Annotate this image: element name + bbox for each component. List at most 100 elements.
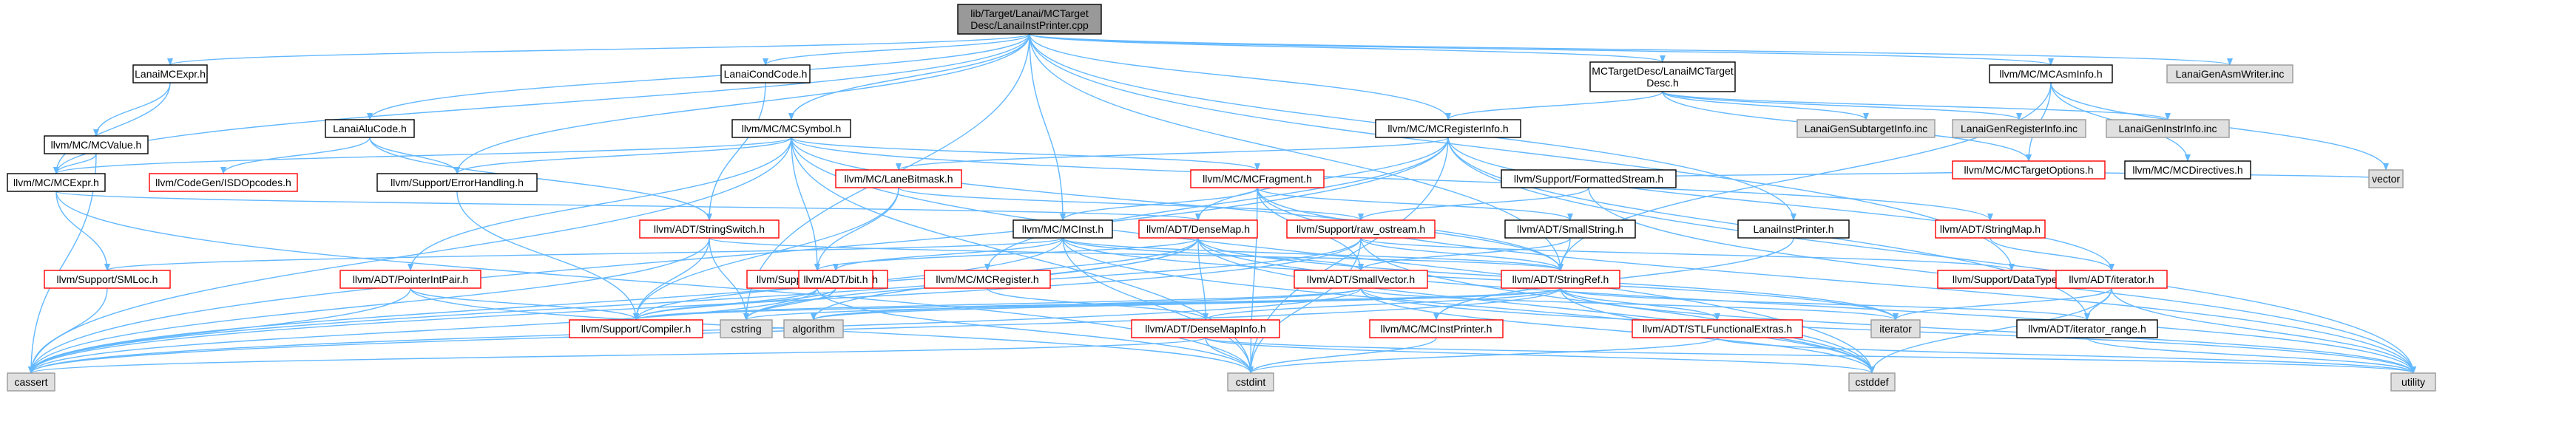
edge-densemap-to-utility	[1197, 237, 2416, 374]
edge-stringmap-to-iteratorh	[1990, 237, 2114, 271]
edge-stringref-to-utility	[1560, 287, 2416, 374]
node-densemap[interactable]: llvm/ADT/DenseMap.h	[1138, 219, 1258, 239]
node-box	[1848, 372, 1896, 392]
node-box	[569, 319, 703, 338]
edge-mctargetdesc-to-gensubtarget	[1662, 91, 1869, 120]
node-algorithm: algorithm	[783, 319, 844, 338]
edge-mcsymbol-to-errorhandling	[454, 137, 792, 174]
node-mcregisterinfo[interactable]: llvm/MC/MCRegisterInfo.h	[1375, 119, 1521, 138]
node-pointerintpair[interactable]: llvm/ADT/PointerIntPair.h	[339, 270, 481, 289]
edge-mctargetdesc-to-mcregisterinfo	[1445, 91, 1663, 120]
node-root[interactable]: lib/Target/Lanai/MCTargetDesc/LanaiInstP…	[957, 4, 1102, 35]
node-label: lib/Target/Lanai/MCTarget	[970, 7, 1089, 19]
node-box	[2390, 372, 2436, 392]
node-cassert: cassert	[7, 372, 55, 392]
node-label: cassert	[14, 376, 47, 388]
node-label: llvm/MC/MCDirectives.h	[2132, 164, 2242, 176]
edge-densemap-to-densemapinfo	[1197, 237, 1208, 321]
node-iteratorrange[interactable]: llvm/ADT/iterator_range.h	[2016, 319, 2158, 338]
node-formattedstream[interactable]: llvm/Support/FormattedStream.h	[1501, 169, 1677, 188]
node-mcdirectives[interactable]: llvm/MC/MCDirectives.h	[2124, 160, 2251, 180]
node-box	[1504, 219, 1636, 239]
edge-mcregisterinfo-to-iteratorh	[1447, 137, 2114, 271]
node-label: algorithm	[792, 323, 835, 335]
edge-mcregisterinfo-to-cassert	[28, 137, 1449, 374]
node-genregister: LanaiGenRegisterInfo.inc	[1952, 119, 2086, 138]
node-densemapinfo[interactable]: llvm/ADT/DenseMapInfo.h	[1131, 319, 1280, 338]
node-mcsymbol[interactable]: llvm/MC/MCSymbol.h	[731, 119, 851, 138]
node-mcvalue[interactable]: llvm/MC/MCValue.h	[44, 135, 149, 154]
edge-mathextras-to-cassert	[28, 287, 818, 374]
node-mcinst[interactable]: llvm/MC/MCInst.h	[1013, 219, 1113, 239]
node-label: utility	[2401, 376, 2425, 388]
node-label: cstdint	[1236, 376, 1266, 388]
edge-stringref-to-cstring	[743, 287, 1561, 321]
edge-iteratorrange-to-utility	[2086, 337, 2416, 374]
node-box	[1501, 270, 1620, 289]
node-box	[1190, 169, 1325, 188]
node-smloc[interactable]: llvm/Support/SMLoc.h	[44, 270, 171, 289]
edge-lanebitmask-to-rawostream	[898, 187, 1364, 221]
node-label: Desc.h	[1646, 77, 1679, 89]
node-mcregister[interactable]: llvm/MC/MCRegister.h	[924, 270, 1051, 289]
edge-rawostream-to-cstdint	[1248, 237, 1362, 374]
node-mctargetoptions[interactable]: llvm/MC/MCTargetOptions.h	[1952, 160, 2106, 180]
node-isdopcodes[interactable]: llvm/CodeGen/ISDOpcodes.h	[149, 173, 298, 192]
node-smallvector[interactable]: llvm/ADT/SmallVector.h	[1294, 270, 1428, 289]
node-mcfragment[interactable]: llvm/MC/MCFragment.h	[1190, 169, 1325, 188]
node-utility: utility	[2390, 372, 2436, 392]
node-label: Desc/LanaiInstPrinter.cpp	[970, 19, 1089, 31]
node-label: llvm/MC/MCValue.h	[51, 139, 142, 151]
edge-smloc-to-cassert	[28, 287, 108, 374]
node-rawostream[interactable]: llvm/Support/raw_ostream.h	[1286, 219, 1436, 239]
node-stringswitch[interactable]: llvm/ADT/StringSwitch.h	[639, 219, 780, 239]
node-label: LanaiInstPrinter.h	[1754, 223, 1834, 235]
node-smallstring[interactable]: llvm/ADT/SmallString.h	[1504, 219, 1636, 239]
node-mcinstprinter[interactable]: llvm/MC/MCInstPrinter.h	[1369, 319, 1504, 338]
edge-mcfragment-to-smallstring	[1257, 187, 1573, 221]
node-label: llvm/MC/MCExpr.h	[13, 177, 99, 188]
node-box	[44, 270, 171, 289]
node-lanaiinstprinter[interactable]: LanaiInstPrinter.h	[1737, 219, 1850, 239]
node-lanaicondcode[interactable]: LanaiCondCode.h	[720, 64, 811, 83]
node-lanaimcexpr[interactable]: LanaiMCExpr.h	[132, 64, 208, 83]
node-errorhandling[interactable]: llvm/Support/ErrorHandling.h	[376, 173, 538, 192]
node-label: llvm/ADT/StringRef.h	[1512, 273, 1609, 285]
edge-lanebitmask-to-mathextras	[814, 187, 899, 271]
edge-mcsymbol-to-cassert	[28, 137, 792, 374]
edge-lanebitmask-to-compiler	[633, 187, 899, 321]
edge-stlfunctional-to-cstdint	[1248, 337, 1718, 374]
node-box	[1286, 219, 1436, 239]
node-compiler[interactable]: llvm/Support/Compiler.h	[569, 319, 703, 338]
node-mcexpr[interactable]: llvm/MC/MCExpr.h	[7, 173, 106, 192]
edge-iteratorh-to-utility	[2111, 287, 2416, 374]
edge-mcsymbol-to-stringref	[791, 137, 1563, 271]
node-stlfunctional[interactable]: llvm/ADT/STLFunctionalExtras.h	[1632, 319, 1803, 338]
edge-root-to-mctargetdesc	[1029, 33, 1666, 63]
node-box	[2106, 119, 2230, 138]
edge-mcinst-to-cstddef	[1062, 237, 1875, 374]
node-lanebitmask[interactable]: llvm/MC/LaneBitmask.h	[835, 169, 962, 188]
node-iteratorh[interactable]: llvm/ADT/iterator.h	[2055, 270, 2168, 289]
node-stringref[interactable]: llvm/ADT/StringRef.h	[1501, 270, 1620, 289]
node-mcasminfo[interactable]: llvm/MC/MCAsmInfo.h	[1989, 64, 2113, 83]
node-box	[1796, 119, 1936, 138]
node-box	[639, 219, 780, 239]
edge-mathextras-to-cstdint	[817, 287, 1254, 374]
node-box	[720, 319, 773, 338]
node-box	[149, 173, 298, 192]
node-label: llvm/ADT/SmallVector.h	[1307, 273, 1415, 285]
node-lanaialucode[interactable]: LanaiAluCode.h	[325, 119, 415, 138]
node-gensubtarget: LanaiGenSubtargetInfo.inc	[1796, 119, 1936, 138]
edge-mcexpr-to-densemap	[55, 191, 1201, 221]
node-box	[1294, 270, 1428, 289]
edge-mctargetdesc-to-geninstr	[1662, 91, 2171, 120]
node-bit[interactable]: llvm/ADT/bit.h	[798, 270, 873, 289]
node-box	[1375, 119, 1521, 138]
node-stringmap[interactable]: llvm/ADT/StringMap.h	[1935, 219, 2046, 239]
node-cstddef: cstddef	[1848, 372, 1896, 392]
node-box	[924, 270, 1051, 289]
edge-stringswitch-to-cassert	[28, 237, 710, 374]
